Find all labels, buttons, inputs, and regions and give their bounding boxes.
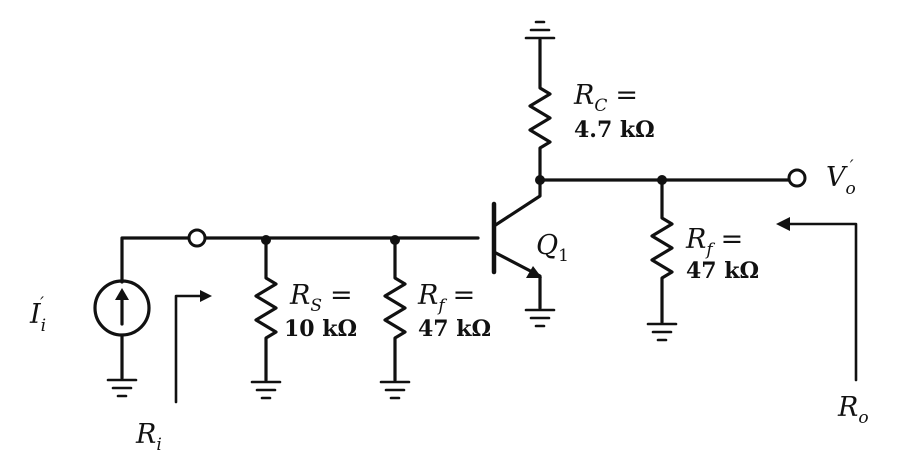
ground-rs-icon [250, 380, 282, 400]
ro-label: Ro [837, 392, 869, 428]
resistor-rf-output [646, 178, 678, 342]
rs-label: RS= [289, 280, 353, 316]
resistor-rc [524, 20, 556, 182]
resistor-rs [250, 235, 282, 400]
ri-label: Ri [135, 419, 162, 455]
rc-label: RC= [573, 80, 638, 116]
supply-rail-icon [524, 20, 556, 40]
ground-rf-input-icon [379, 380, 411, 400]
resistor-rf-input [379, 235, 411, 400]
rs-value: 10 kΩ [284, 316, 357, 342]
ground-emitter-icon [524, 308, 556, 328]
ro-arrow-icon [776, 217, 858, 382]
ground-source-icon [106, 378, 138, 398]
rf-output-label: Rf= [685, 224, 743, 260]
ri-arrow-icon [174, 290, 212, 404]
output-terminal [787, 168, 807, 188]
output-wire [535, 168, 807, 188]
transistor-label: Q1 [536, 230, 569, 266]
source-label: Ii′ [29, 294, 46, 336]
rf-input-label: Rf= [417, 280, 475, 316]
input-wire [120, 236, 480, 380]
current-arrowhead-icon [115, 288, 129, 300]
rf-input-value: 47 kΩ [418, 316, 491, 342]
emitter-arrow-icon [526, 266, 542, 278]
rf-output-value: 47 kΩ [686, 258, 759, 284]
output-voltage-label: Vo′ [826, 157, 856, 199]
current-source [93, 279, 151, 337]
input-terminal [187, 228, 207, 248]
ground-rf-output-icon [646, 322, 678, 342]
transistor-q1 [491, 178, 556, 328]
rc-value: 4.7 kΩ [574, 117, 655, 143]
